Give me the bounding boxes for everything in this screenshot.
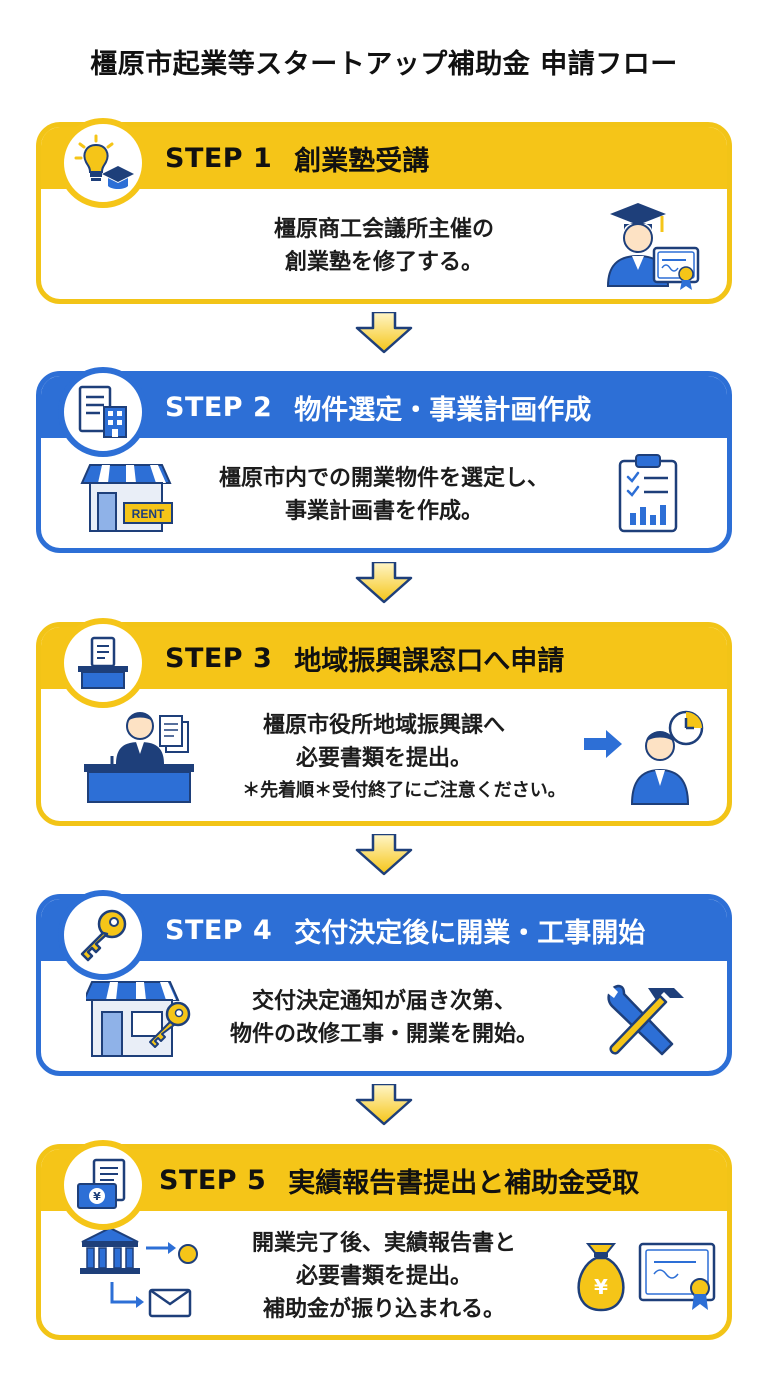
arrow-down-icon [355,562,413,604]
person-clock-icon [580,708,710,812]
clerk-at-counter-icon [82,706,232,810]
step-3-note: ＊先着順＊受付終了にご注意ください。 [242,780,566,801]
document-building-icon [58,367,148,457]
step-4-line-1: 交付決定通知が届き次第、 [251,989,516,1014]
yen-symbol-text: ¥ [93,1190,101,1203]
step-5-title: 実績報告書提出と補助金受取 [288,1167,640,1199]
step-2-body: 橿原市内での開業物件を選定し、 事業計画書を作成。 [41,462,727,528]
arrow-down-icon [355,312,413,354]
rent-sign-text: RENT [132,507,165,521]
step-3-line-1: 橿原市役所地域振興課へ [262,713,505,738]
step-2-label: STEP 2 [165,391,273,423]
step-2-line-2: 事業計画書を作成。 [284,499,483,524]
step-5-body: 開業完了後、実績報告書と 必要書類を提出。 補助金が振り込まれる。 [41,1227,727,1326]
step-4-title: 交付決定後に開業・工事開始 [294,917,646,949]
step-5-label: STEP 5 [159,1164,267,1196]
money-document-icon: ¥ [58,1140,148,1230]
step-4: STEP 4 交付決定後に開業・工事開始 交付決定通知が届き次第、 物件の改修工… [36,890,732,1076]
step-5-line-2: 必要書類を提出。 [295,1264,472,1289]
arrow-down-icon [355,834,413,876]
yen-symbol-text: ¥ [594,1275,608,1299]
step-2-title: 物件選定・事業計画作成 [294,394,592,426]
wrench-hammer-icon [604,980,690,1064]
step-4-header: STEP 4 交付決定後に開業・工事開始 [41,899,727,961]
step-3-title: 地域振興課窓口へ申請 [294,645,565,677]
step-1-header: STEP 1 創業塾受講 [41,127,727,189]
step-3-header: STEP 3 地域振興課窓口へ申請 [41,627,727,689]
money-bag-certificate-icon: ¥ [566,1230,726,1322]
step-5-header: STEP 5 実績報告書提出と補助金受取 [41,1149,727,1211]
key-icon [58,890,148,980]
step-4-line-2: 物件の改修工事・開業を開始。 [229,1022,538,1047]
step-4-label: STEP 4 [165,914,273,946]
storefront-rent-icon: RENT [80,461,176,537]
reception-desk-icon [58,618,148,708]
arrow-down-icon [355,1084,413,1126]
step-5-line-3: 補助金が振り込まれる。 [262,1297,505,1322]
clipboard-checklist-icon [616,453,680,537]
step-1-line-1: 橿原商工会議所主催の [273,217,494,242]
step-2: STEP 2 物件選定・事業計画作成 橿原市内での開業物件を選定し、 事業計画書… [36,367,732,553]
step-5-box: STEP 5 実績報告書提出と補助金受取 開業完了後、実績報告書と 必要書類を提… [36,1144,732,1340]
store-key-icon [82,978,196,1064]
step-2-line-1: 橿原市内での開業物件を選定し、 [218,466,549,491]
step-3-label: STEP 3 [165,642,273,674]
step-1: STEP 1 創業塾受講 橿原商工会議所主催の 創業塾を修了する。 [36,118,732,304]
graduate-certificate-icon [602,200,702,296]
step-4-body: 交付決定通知が届き次第、 物件の改修工事・開業を開始。 [41,985,727,1051]
step-1-body: 橿原商工会議所主催の 創業塾を修了する。 [41,213,727,279]
step-2-header: STEP 2 物件選定・事業計画作成 [41,376,727,438]
page-title: 橿原市起業等スタートアップ補助金 申請フロー [90,49,678,80]
step-1-line-2: 創業塾を修了する。 [284,250,483,275]
step-1-title: 創業塾受講 [294,145,430,177]
step-5-line-1: 開業完了後、実績報告書と [251,1231,516,1256]
bank-transfer-icon [76,1224,236,1324]
step-3-body: 橿原市役所地域振興課へ 必要書類を提出。 ＊先着順＊受付終了にご注意ください。 [41,709,727,803]
step-1-label: STEP 1 [165,142,273,174]
step-3-line-2: 必要書類を提出。 [295,746,472,771]
step-3: STEP 3 地域振興課窓口へ申請 橿原市役所地域振興課へ 必要書類を提出。 ＊… [36,618,732,826]
lightbulb-graduation-icon [58,118,148,208]
step-5: STEP 5 実績報告書提出と補助金受取 開業完了後、実績報告書と 必要書類を提… [36,1140,732,1340]
